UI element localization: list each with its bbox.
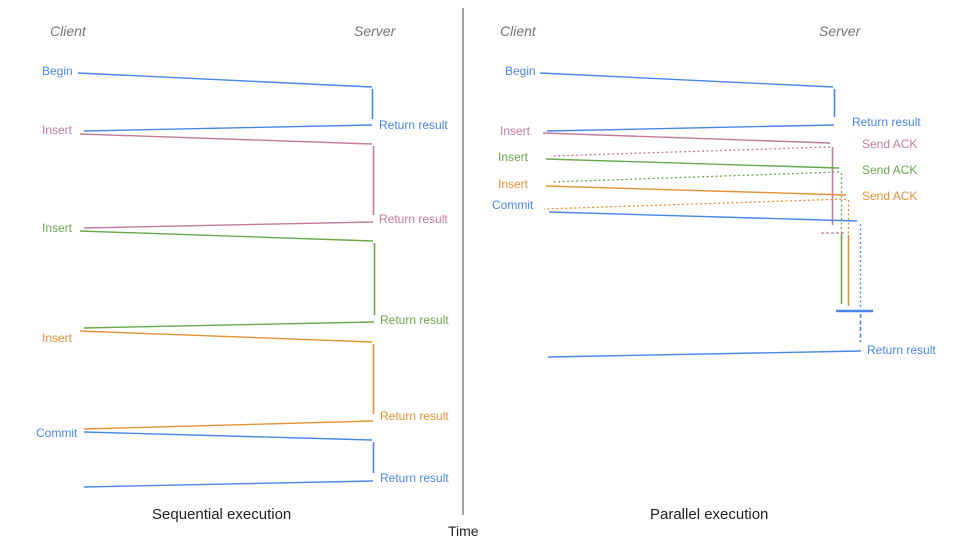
left-insert2-label: Insert: [42, 221, 73, 235]
left-caption: Sequential execution: [152, 506, 292, 523]
right-begin-return-arrow: [546, 124, 835, 132]
left-insert1-return-label: Return result: [379, 212, 448, 226]
left-insert2-return-label: Return result: [380, 313, 449, 327]
left-insert3-label: Insert: [42, 331, 73, 345]
left-insert1-return-arrow: [83, 221, 374, 229]
right-insert3-request-arrow: [545, 185, 847, 196]
right-caption: Parallel execution: [650, 506, 769, 523]
right-insert3-ack-label: Send ACK: [862, 189, 918, 203]
left-begin-return-label: Return result: [379, 118, 448, 132]
left-commit-return-arrow: [83, 480, 374, 488]
left-begin-request-arrow: [77, 72, 373, 88]
right-insert1-request-arrow: [542, 132, 831, 144]
right-insert1-label: Insert: [500, 124, 531, 138]
left-commit-return-label: Return result: [380, 471, 449, 485]
left-insert3-return-arrow: [83, 420, 374, 430]
right-commit-label: Commit: [492, 198, 534, 212]
right-insert2-ack-arrow: [550, 171, 840, 183]
right-begin-label: Begin: [505, 64, 536, 78]
right-parallel-arrows: [539, 72, 873, 358]
left-insert3-return-label: Return result: [380, 409, 449, 423]
left-begin-return-arrow: [83, 124, 373, 132]
left-insert3-request-arrow: [79, 330, 373, 343]
right-insert2-label: Insert: [498, 150, 529, 164]
left-insert2-request-arrow: [79, 230, 374, 242]
right-insert3-ack-arrow: [543, 198, 847, 210]
left-insert2-return-arrow: [83, 321, 375, 329]
left-sequential-arrows: [77, 72, 376, 488]
left-commit-request-arrow: [83, 431, 373, 441]
right-begin-request-arrow: [539, 72, 834, 88]
left-server-header: Server: [354, 23, 396, 39]
right-server-header: Server: [819, 23, 861, 39]
right-client-header: Client: [500, 23, 536, 39]
right-commit-request-arrow: [548, 211, 858, 222]
left-commit-label: Commit: [36, 426, 78, 440]
right-final-return-label: Return result: [867, 343, 936, 357]
right-insert1-ack-arrow: [550, 146, 831, 157]
left-insert1-request-arrow: [79, 133, 373, 145]
right-begin-return-label: Return result: [852, 115, 921, 129]
left-client-header: Client: [50, 23, 86, 39]
right-insert1-ack-label: Send ACK: [862, 137, 918, 151]
right-final-return-arrow: [547, 350, 862, 358]
time-axis-label: Time: [448, 523, 479, 539]
right-insert2-ack-label: Send ACK: [862, 163, 918, 177]
left-insert1-label: Insert: [42, 123, 73, 137]
left-begin-label: Begin: [42, 64, 73, 78]
right-insert2-request-arrow: [545, 158, 840, 169]
right-insert3-label: Insert: [498, 177, 529, 191]
